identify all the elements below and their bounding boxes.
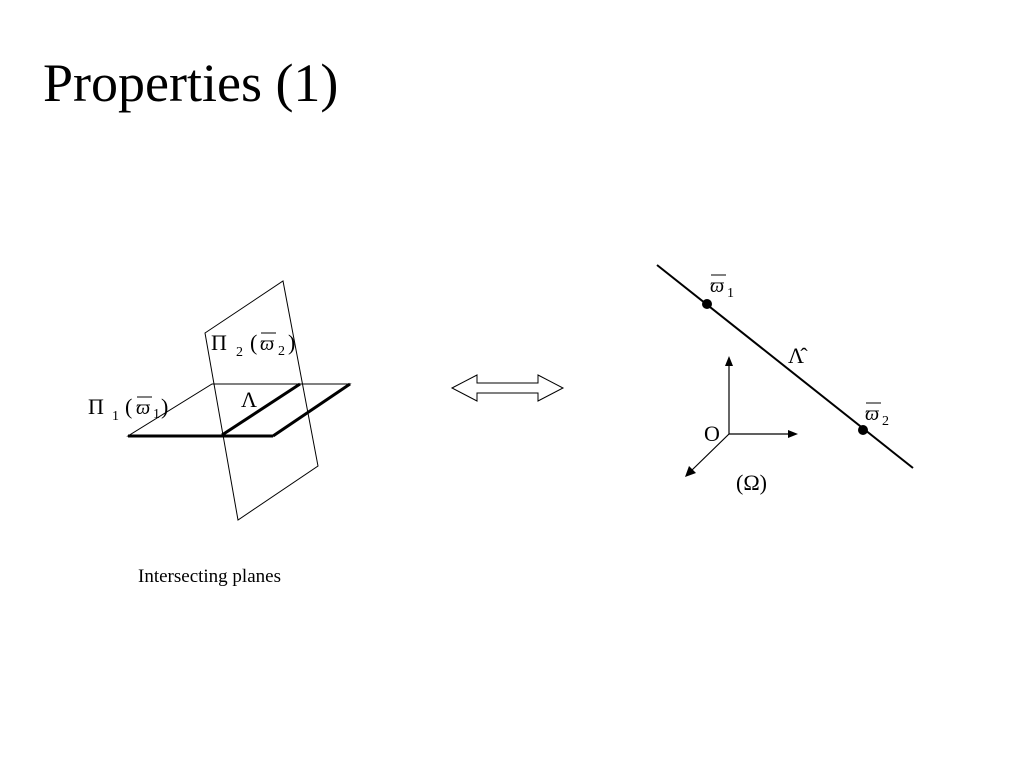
point-omega2-label: ϖ 2 [865, 402, 889, 429]
dual-line-label: Λ̂ [788, 343, 808, 368]
point-omega1 [702, 299, 712, 309]
plane1-label: Π 1 ( ϖ 1 ) [88, 394, 168, 424]
double-headed-arrow-icon [450, 374, 565, 402]
plane1-index: 1 [112, 409, 119, 424]
omega2-symbol: ϖ [865, 403, 880, 425]
plane1-pi: Π [88, 394, 104, 419]
intersecting-planes-figure: Π 2 ( ϖ 2 ) Π 1 ( ϖ 1 ) Λ Intersecting p… [88, 280, 352, 587]
plane2-omega-sub: 2 [278, 344, 285, 359]
plane2-shape [204, 280, 319, 521]
plane2-open-paren: ( [250, 330, 257, 355]
plane1-right-edge [272, 382, 351, 438]
coordinate-axes [685, 356, 798, 477]
origin-label: O [704, 421, 720, 446]
plane2-pi: Π [211, 330, 227, 355]
omega2-sub: 2 [882, 414, 889, 429]
omega1-sub: 1 [727, 286, 734, 301]
axis-diag [690, 433, 730, 472]
plane1-omega-sub: 1 [153, 407, 160, 422]
space-label: (Ω) [736, 470, 767, 495]
plane1-omega: ϖ [136, 397, 151, 419]
plane2-label: Π 2 ( ϖ 2 ) [211, 330, 295, 360]
dual-line [656, 264, 914, 469]
axis-right-arrowhead [788, 430, 798, 438]
point-omega2 [858, 425, 868, 435]
plane1-close-paren: ) [161, 394, 168, 419]
axis-up-arrowhead [725, 356, 733, 366]
plane2-index: 2 [236, 345, 243, 360]
plane2-omega: ϖ [260, 333, 275, 355]
intersection-line [221, 382, 301, 437]
figure-caption: Intersecting planes [138, 566, 281, 587]
slide-title: Properties (1) [43, 53, 339, 113]
intersection-line-label: Λ [241, 387, 257, 412]
point-omega1-label: ϖ 1 [710, 274, 734, 301]
omega1-symbol: ϖ [710, 275, 725, 297]
plane1-open-paren: ( [125, 394, 132, 419]
axis-diag-arrowhead [685, 466, 696, 477]
dual-space-figure: ϖ 1 ϖ 2 Λ̂ O (Ω) [656, 264, 914, 495]
plane2-close-paren: ) [288, 330, 295, 355]
